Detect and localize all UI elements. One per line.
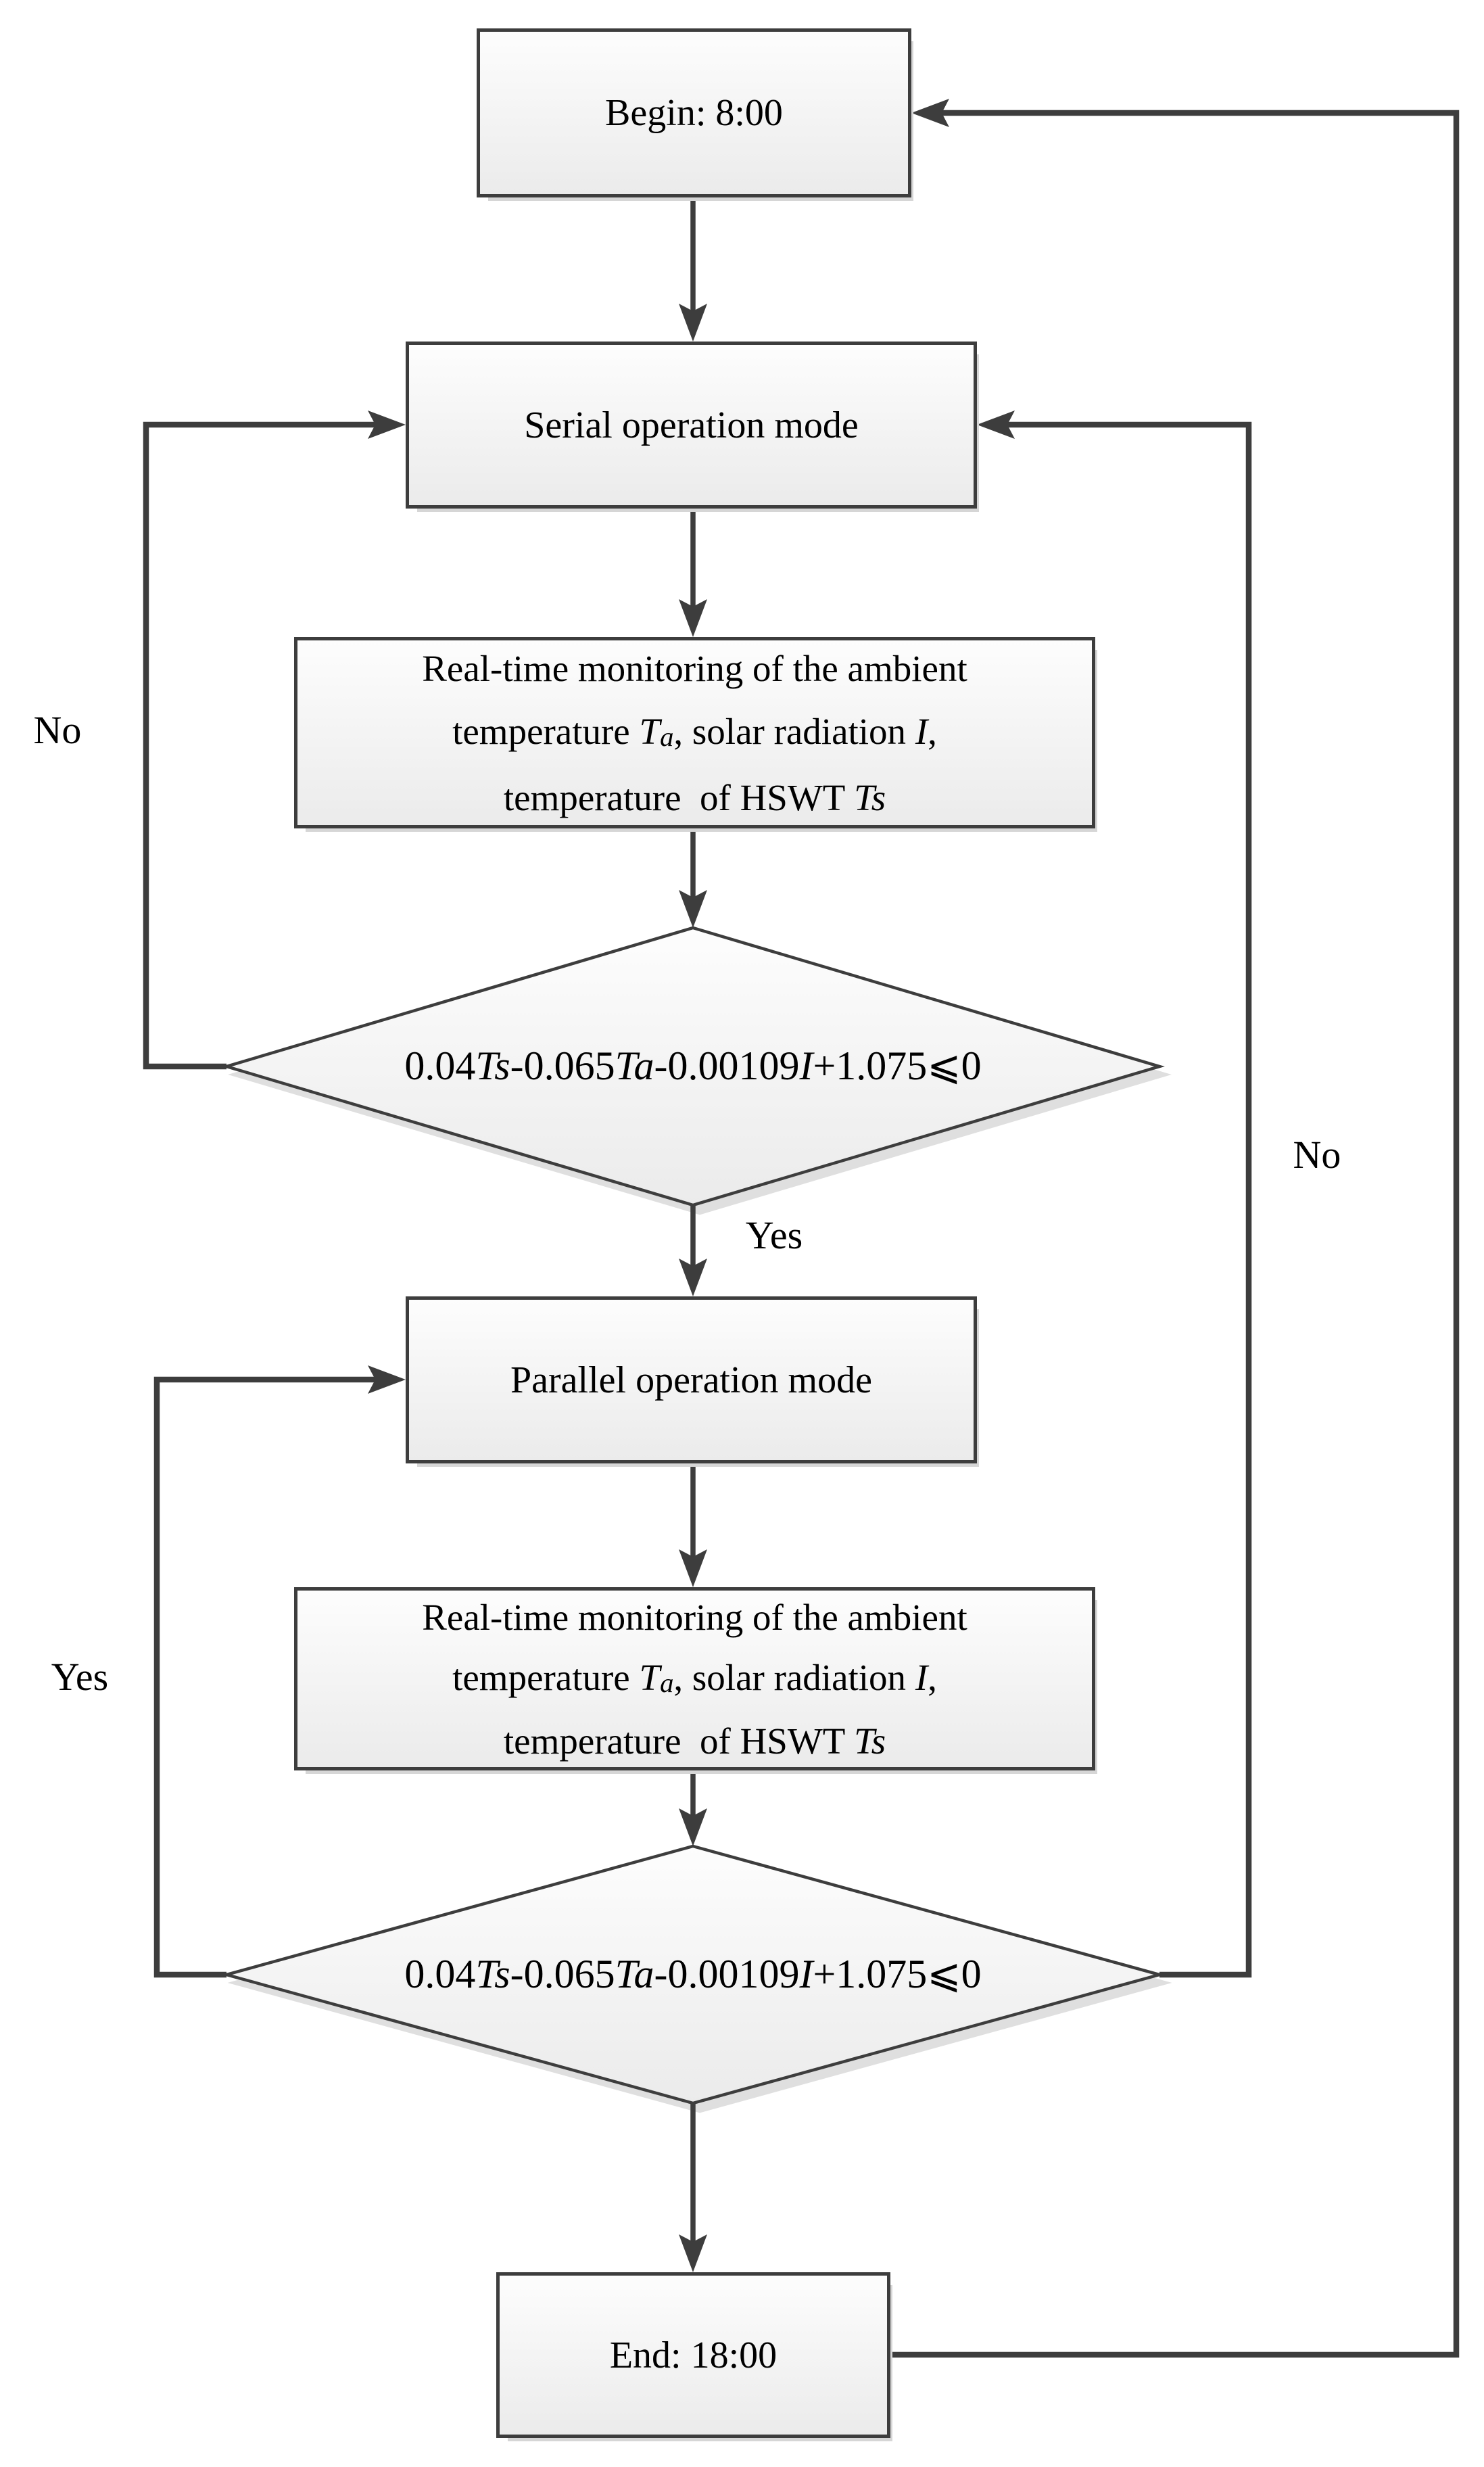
arrowhead-end-to-begin — [911, 99, 949, 127]
arrowhead-no-loop-left — [368, 410, 406, 439]
arrowhead-begin-to-serial — [679, 304, 707, 342]
monitoring-node-serial: Real-time monitoring of the ambient temp… — [294, 637, 1095, 828]
serial-label: Serial operation mode — [524, 404, 859, 446]
edge-no-loop-right — [1005, 421, 1252, 1978]
decision-parallel-formula: 0.04Ts-0.065Ta-0.00109I+1.075⩽0 — [404, 1952, 982, 1996]
end-node: End: 18:00 — [496, 2272, 890, 2438]
monitoring-parallel-line-2: temperature Ta, solar radiation I, — [452, 1656, 937, 1698]
monitoring-serial-line-3: temperature of HSWT Ts — [503, 776, 886, 818]
arrowhead-yes-loop-left — [368, 1365, 406, 1394]
arrowhead-decision2-to-end — [679, 2234, 707, 2272]
monitoring-parallel-line-1: Real-time monitoring of the ambient — [422, 1596, 967, 1638]
decision-serial-formula: 0.04Ts-0.065Ta-0.00109I+1.075⩽0 — [404, 1043, 982, 1088]
monitoring-parallel-line-3: temperature of HSWT Ts — [503, 1720, 886, 1762]
monitoring-serial-line-1: Real-time monitoring of the ambient — [422, 647, 967, 689]
edge-yes-loop-left — [153, 1376, 377, 1978]
edge-label-yes-left: Yes — [51, 1655, 109, 1699]
edge-label-yes-down: Yes — [745, 1213, 803, 1257]
arrowhead-parallel-to-monitor2 — [679, 1549, 707, 1587]
begin-node: Begin: 8:00 — [477, 28, 911, 197]
edge-end-to-begin — [890, 110, 1460, 2358]
begin-label: Begin: 8:00 — [605, 92, 783, 134]
end-label: End: 18:00 — [609, 2334, 777, 2376]
parallel-label: Parallel operation mode — [510, 1359, 872, 1401]
edge-label-no-left: No — [33, 708, 82, 752]
edge-label-no-right: No — [1293, 1133, 1341, 1177]
serial-operation-node: Serial operation mode — [406, 342, 977, 509]
edge-no-loop-left — [143, 421, 377, 1070]
arrowhead-monitor2-to-decision2 — [679, 1808, 707, 1846]
arrowhead-decision1-yes-to-parallel — [679, 1259, 707, 1296]
arrowhead-monitor1-to-decision1 — [679, 890, 707, 928]
parallel-operation-node: Parallel operation mode — [406, 1296, 977, 1463]
monitoring-node-parallel: Real-time monitoring of the ambient temp… — [294, 1587, 1095, 1770]
arrowhead-serial-to-monitor1 — [679, 599, 707, 637]
monitoring-serial-line-2: temperature Ta, solar radiation I, — [452, 710, 937, 752]
arrowhead-no-loop-right — [977, 410, 1015, 439]
